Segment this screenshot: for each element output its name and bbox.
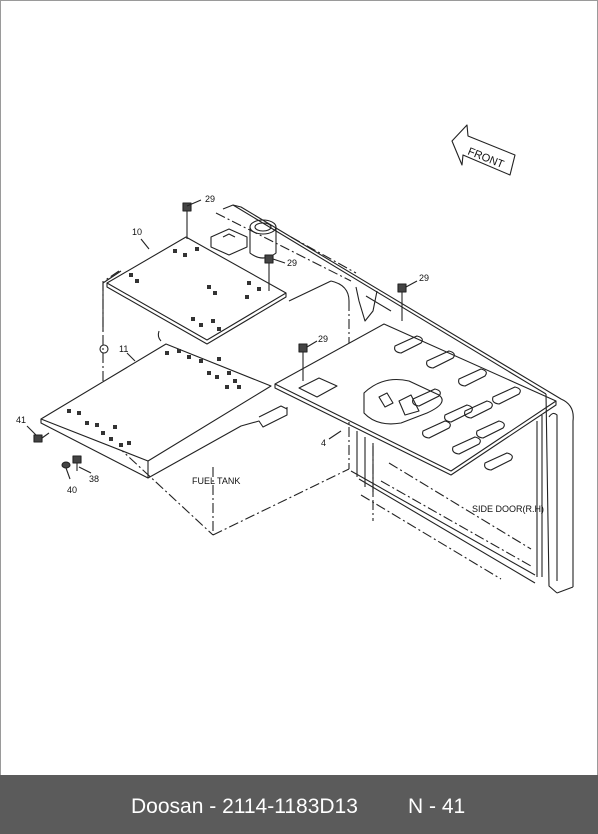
square-hole [207,285,211,289]
parts-diagram: FRONT 29 29 29 29 10 11 4 41 40 38 FUEL … [16,124,574,594]
callout-10: 10 [132,227,142,237]
plate-10 [106,236,287,345]
side-frame-dashed [290,236,532,580]
square-hole [207,371,211,375]
bolt-41-icon [26,425,50,443]
square-hole [129,273,133,277]
front-arrow-icon [451,124,516,176]
washer-40-icon [61,461,71,480]
square-hole [237,385,241,389]
square-hole [109,437,113,441]
plate-11 [40,343,288,479]
square-hole [247,281,251,285]
square-hole [195,247,199,251]
vent-slot [476,420,505,439]
square-hole [225,385,229,389]
leader-10 [140,238,150,250]
square-hole [199,359,203,363]
callout-41: 41 [16,415,26,425]
page-number: N - 41 [408,795,466,818]
square-hole [187,355,191,359]
callout-29b: 29 [287,258,297,268]
vent-slot [412,388,441,407]
vent-slot [444,404,473,423]
plate-4-vents [394,335,521,471]
bolt-29-icon [264,254,286,291]
square-hole [183,253,187,257]
square-hole [227,371,231,375]
square-hole [95,423,99,427]
vent-slot [422,420,451,439]
part-number: 2114-1183D13 [222,795,358,818]
square-hole [135,279,139,283]
square-hole [119,443,123,447]
square-hole [77,411,81,415]
square-hole [199,323,203,327]
square-hole [211,319,215,323]
square-hole [215,375,219,379]
brand-name: Doosan [131,795,204,818]
vent-slot [394,335,423,354]
fuel-tank-body [99,270,350,354]
square-hole [191,317,195,321]
side-frame [222,204,574,594]
square-hole [233,379,237,383]
callout-4: 4 [321,438,326,448]
diagram-frame: FRONT 29 29 29 29 10 11 4 41 40 38 FUEL … [0,0,598,776]
square-hole [165,351,169,355]
plate-4 [274,323,557,476]
square-hole [257,287,261,291]
square-hole [67,409,71,413]
vent-slot [426,350,455,369]
callout-11: 11 [119,344,128,354]
callout-40: 40 [67,485,77,495]
square-hole [217,357,221,361]
bolt-38-icon [72,455,92,474]
vent-slot [464,400,493,419]
callout-38: 38 [89,474,99,484]
leader-11 [126,352,136,362]
callout-29c: 29 [419,273,429,283]
bolt-29-icon [182,199,202,239]
square-hole [245,295,249,299]
vent-slot [492,386,521,405]
side-door-label: SIDE DOOR(R.H) [472,504,544,514]
plate-holes [67,247,261,447]
square-hole [213,291,217,295]
square-hole [173,249,177,253]
footer-reference: Doosan - 2114-1183D13 [131,795,358,818]
square-hole [217,327,221,331]
square-hole [127,441,131,445]
vent-slot [452,436,481,455]
square-hole [113,425,117,429]
vent-slot [484,452,513,471]
bolt-29-icon [298,340,318,381]
vent-slot [458,368,487,387]
square-hole [101,431,105,435]
bolt-29-icon [397,280,418,321]
footer-bar: Doosan - 2114-1183D13 N - 41 [0,775,598,834]
callout-29d: 29 [318,334,328,344]
callout-29a: 29 [205,194,215,204]
leader-4 [328,430,342,440]
fuel-tank-label: FUEL TANK [192,476,240,486]
square-hole [177,349,181,353]
square-hole [85,421,89,425]
